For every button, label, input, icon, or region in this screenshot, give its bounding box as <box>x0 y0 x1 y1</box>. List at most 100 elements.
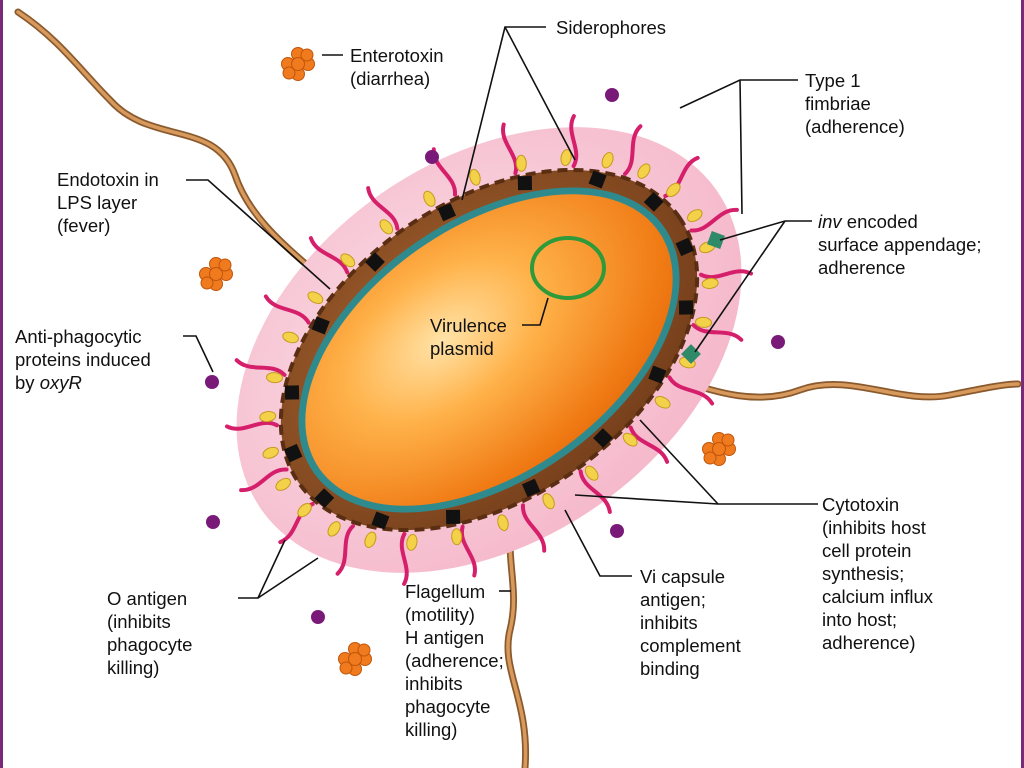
label-line: (fever) <box>57 215 111 236</box>
siderophore <box>283 443 303 463</box>
label-line: into host; <box>822 609 898 630</box>
fimbria <box>628 425 670 464</box>
fimbria <box>691 323 744 342</box>
siderophores <box>283 170 695 530</box>
surface-protein <box>297 502 312 518</box>
label-italic: inv <box>818 211 842 232</box>
purple-particle <box>205 375 219 389</box>
label-line: (inhibits host <box>822 517 926 538</box>
fimbria <box>521 503 547 553</box>
surface-protein <box>701 277 719 289</box>
label-fragment: encoded <box>841 211 918 232</box>
cytoplasm <box>305 194 673 506</box>
leader-endotoxin <box>186 179 331 290</box>
label-line: Anti-phagocytic <box>15 326 142 347</box>
toxin-particle <box>291 57 305 71</box>
inv-appendages <box>681 231 725 364</box>
label-siderophores: Siderophores <box>556 16 666 39</box>
surface-proteins <box>259 149 719 551</box>
label-line: phagocyte <box>107 634 193 655</box>
fimbria <box>308 236 350 275</box>
inv-appendage <box>707 231 725 249</box>
surface-protein <box>542 493 555 510</box>
label-line: adherence) <box>822 632 916 653</box>
toxin-particle <box>712 442 726 456</box>
label-inv-appendage: inv encoded surface appendage; adherence <box>818 210 982 279</box>
fimbria <box>399 531 409 586</box>
siderophore <box>284 385 300 400</box>
toxin-particle <box>300 48 314 62</box>
flagella <box>14 8 1022 768</box>
siderophore <box>371 511 390 530</box>
siderophore <box>437 202 457 222</box>
surface-protein <box>340 253 356 268</box>
fimbria <box>263 294 311 325</box>
surface-protein <box>601 152 614 169</box>
label-line: plasmid <box>430 338 494 359</box>
label-line: synthesis; <box>822 563 905 584</box>
surface-protein <box>584 465 599 481</box>
siderophore <box>675 237 695 257</box>
surface-protein <box>266 372 283 384</box>
label-line: binding <box>640 658 700 679</box>
label-line: fimbriae <box>805 93 871 114</box>
label-line: LPS layer <box>57 192 138 213</box>
purple-particle <box>771 335 785 349</box>
label-line: Enterotoxin <box>350 45 444 66</box>
surface-protein <box>695 316 712 328</box>
toxin-cluster <box>199 257 233 291</box>
label-line: (inhibits <box>107 611 171 632</box>
surface-protein <box>259 411 277 423</box>
label-line: Vi capsule <box>640 566 726 587</box>
purple-particle <box>610 524 624 538</box>
free-particles <box>199 47 785 676</box>
siderophore <box>593 428 613 448</box>
label-line: Endotoxin in <box>57 169 159 190</box>
label-line: cell protein <box>822 540 912 561</box>
surface-protein <box>282 331 299 344</box>
left-border <box>0 0 3 768</box>
label-line: killing) <box>405 719 458 740</box>
toxin-particle <box>339 661 353 675</box>
surface-protein <box>379 219 394 235</box>
label-line: O antigen <box>107 588 188 609</box>
surface-protein <box>560 149 572 167</box>
siderophore <box>678 300 694 315</box>
fimbria <box>366 186 400 231</box>
label-line: adherence <box>818 257 906 278</box>
toxin-particle <box>282 66 296 80</box>
label-line: Cytotoxin <box>822 494 900 515</box>
label-enterotoxin: Enterotoxin (diarrhea) <box>350 44 444 90</box>
leader-oantigen <box>257 557 319 599</box>
toxin-cluster <box>702 432 736 466</box>
label-line: (adherence; <box>405 650 504 671</box>
label-line: Type 1 <box>805 70 861 91</box>
inv-appendage <box>681 344 701 364</box>
label-line: surface appendage; <box>818 234 982 255</box>
toxin-particle <box>209 267 223 281</box>
label-line: (adherence) <box>805 116 905 137</box>
leader-vi <box>564 509 632 577</box>
surface-protein <box>469 168 481 186</box>
leader-type1 <box>739 79 743 215</box>
surface-protein <box>275 477 291 491</box>
label-o-antigen: O antigen (inhibits phagocyte killing) <box>107 587 192 679</box>
label-fragment: by <box>15 372 40 393</box>
label-line: killing) <box>107 657 160 678</box>
fimbria <box>335 524 355 576</box>
label-line: H antigen <box>405 627 485 648</box>
surface-protein <box>497 514 509 532</box>
label-line: inhibits <box>405 673 463 694</box>
purple-particle <box>311 610 325 624</box>
toxin-cluster <box>281 47 315 81</box>
fimbria <box>699 269 753 279</box>
label-line: Siderophores <box>556 17 667 38</box>
leader-lines <box>183 26 818 599</box>
surface-protein <box>262 446 279 459</box>
siderophore <box>517 175 533 191</box>
purple-particle <box>605 88 619 102</box>
label-line: (diarrhea) <box>350 68 431 89</box>
label-line: proteins induced <box>15 349 151 370</box>
surface-protein <box>654 396 671 409</box>
leader-cytotoxin <box>574 494 719 505</box>
